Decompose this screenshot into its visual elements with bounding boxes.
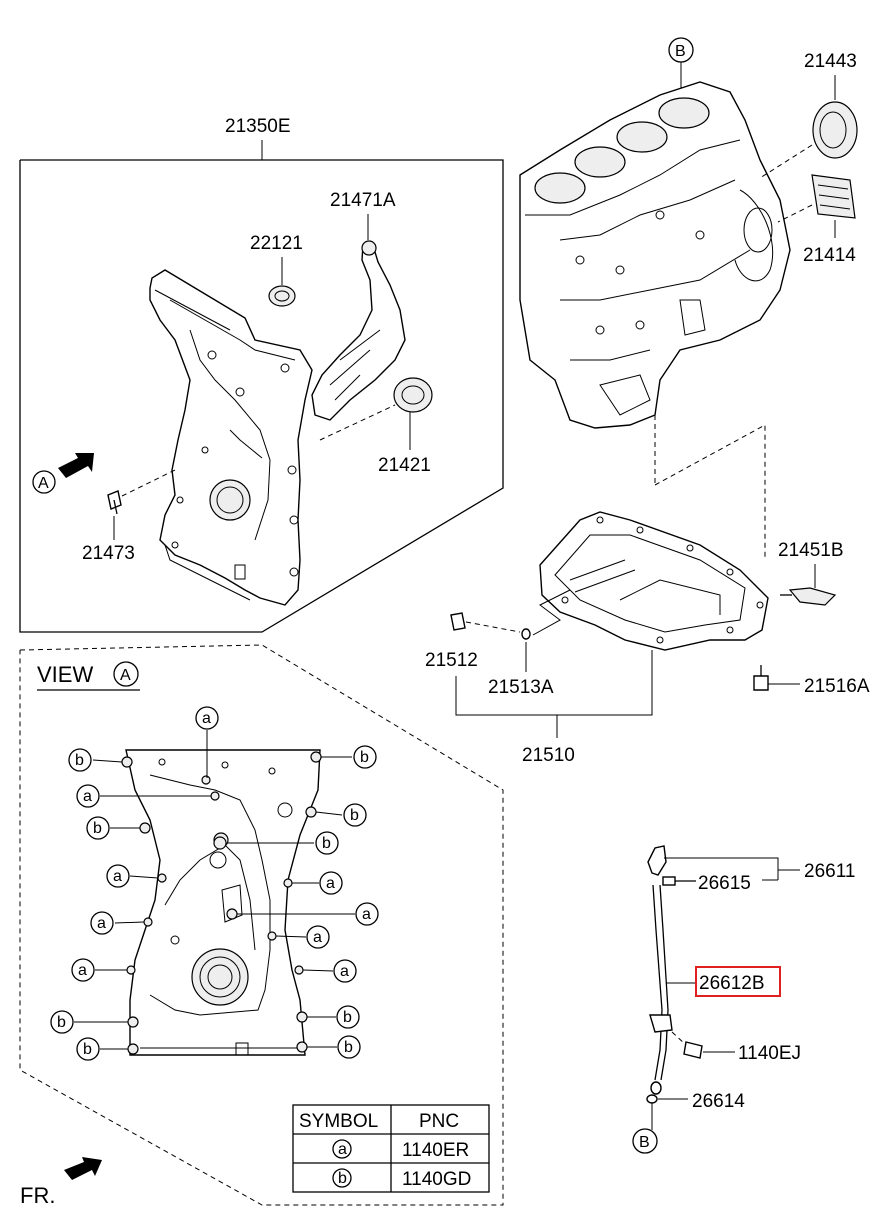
cylinder-block-group: B 21443 21414 <box>519 37 858 485</box>
callout-b: b <box>337 1035 361 1059</box>
view-arrow-icon <box>58 453 94 478</box>
svg-text:b: b <box>322 835 331 852</box>
svg-text:b: b <box>360 749 369 766</box>
callout-a: a <box>106 864 130 888</box>
label-21350E[interactable]: 21350E <box>225 116 291 137</box>
part-21471A-guide[interactable] <box>311 241 406 421</box>
callout-a: a <box>71 958 95 982</box>
label-21510[interactable]: 21510 <box>522 745 575 766</box>
label-21421[interactable]: 21421 <box>378 455 431 476</box>
svg-text:a: a <box>313 929 322 946</box>
table-row-pnc[interactable]: 1140GD <box>402 1169 471 1190</box>
svg-text:a: a <box>83 788 92 805</box>
part-21443-rear-seal[interactable] <box>812 101 858 159</box>
view-a-group: VIEW A <box>19 644 504 1208</box>
svg-text:a: a <box>202 710 211 727</box>
part-1140EJ-bolt[interactable] <box>683 1041 703 1059</box>
view-marker-A-letter: A <box>120 667 131 684</box>
table-row-pnc[interactable]: 1140ER <box>402 1140 469 1161</box>
symbol-table: SYMBOL PNC a 1140ER b 1140GD <box>292 1104 490 1193</box>
svg-text:a: a <box>78 962 87 979</box>
marker-A-letter: A <box>38 475 49 492</box>
timing-cover-group: 21350E 21471A 22121 <box>19 116 504 633</box>
part-21512-drain-plug[interactable] <box>450 612 466 631</box>
front-label: FR. <box>20 1183 55 1208</box>
label-21443[interactable]: 21443 <box>804 51 857 72</box>
table-header-pnc: PNC <box>419 1111 459 1132</box>
part-22121-seal[interactable] <box>268 285 296 307</box>
callout-a: a <box>306 925 330 949</box>
oil-pan[interactable] <box>539 511 769 651</box>
front-arrow-icon <box>64 1157 102 1180</box>
label-21451B[interactable]: 21451B <box>778 540 844 561</box>
label-1140EJ[interactable]: 1140EJ <box>738 1043 801 1064</box>
svg-text:a: a <box>362 906 371 923</box>
view-marker-A-circle <box>113 661 139 687</box>
label-21414[interactable]: 21414 <box>803 245 856 266</box>
callout-a: a <box>90 911 114 935</box>
callout-b: b <box>336 1005 360 1029</box>
label-21516A[interactable]: 21516A <box>804 676 870 697</box>
callout-a: a <box>355 902 379 926</box>
table-row-symbol: b <box>338 1170 347 1187</box>
label-21512[interactable]: 21512 <box>425 650 478 671</box>
marker-A-circle <box>32 470 56 494</box>
part-26615-oring[interactable] <box>662 876 676 886</box>
part-gauge-handle[interactable] <box>647 845 667 876</box>
callout-a: a <box>333 959 357 983</box>
crank-seal-bore <box>209 479 251 521</box>
label-21473[interactable]: 21473 <box>82 543 135 564</box>
callout-b: b <box>315 831 339 855</box>
svg-text:a: a <box>326 875 335 892</box>
part-21451B-sealant[interactable] <box>788 587 837 606</box>
part-21516A-bolt[interactable] <box>753 675 769 691</box>
callout-b: b <box>353 745 377 769</box>
highlight-box <box>695 966 781 997</box>
marker-B-bottom-circle <box>632 1128 658 1154</box>
svg-text:a: a <box>340 963 349 980</box>
timing-cover[interactable] <box>149 269 313 606</box>
marker-B-top-letter: B <box>675 43 686 60</box>
svg-text:b: b <box>343 1009 352 1026</box>
callout-a: a <box>76 784 100 808</box>
label-26611[interactable]: 26611 <box>804 861 855 882</box>
callout-a: a <box>195 706 219 730</box>
svg-text:b: b <box>344 1039 353 1056</box>
cover-kit-outline <box>19 159 504 633</box>
svg-text:a: a <box>113 868 122 885</box>
callout-b: b <box>76 1037 100 1061</box>
part-21421-oil-seal[interactable] <box>393 377 433 413</box>
label-22121[interactable]: 22121 <box>250 233 303 254</box>
oil-pan-group: 21451B 21512 21513A 21510 21516A <box>425 424 870 766</box>
marker-B-bottom-letter: B <box>639 1134 650 1151</box>
callout-b: b <box>50 1010 74 1034</box>
svg-text:a: a <box>97 915 106 932</box>
part-26614-oring[interactable] <box>646 1094 658 1104</box>
view-title: VIEW <box>37 662 93 687</box>
label-26615[interactable]: 26615 <box>698 873 751 894</box>
label-21513A[interactable]: 21513A <box>488 677 554 698</box>
svg-text:b: b <box>93 820 102 837</box>
part-21513A-washer[interactable] <box>521 628 531 640</box>
callout-b: b <box>343 803 367 827</box>
table-header-symbol: SYMBOL <box>299 1111 378 1132</box>
svg-text:b: b <box>350 807 359 824</box>
callout-a: a <box>319 871 343 895</box>
svg-text:b: b <box>83 1041 92 1058</box>
table-row-symbol: a <box>338 1141 347 1158</box>
label-26614[interactable]: 26614 <box>692 1091 745 1112</box>
svg-text:b: b <box>75 752 84 769</box>
callout-b: b <box>68 748 92 772</box>
oil-level-gauge-group: 26615 26611 26612B 1140EJ 26614 B <box>632 845 855 1154</box>
label-26612B[interactable]: 26612B <box>699 973 765 994</box>
label-21471A[interactable]: 21471A <box>330 190 396 211</box>
svg-text:b: b <box>57 1014 66 1031</box>
callout-b: b <box>86 816 110 840</box>
